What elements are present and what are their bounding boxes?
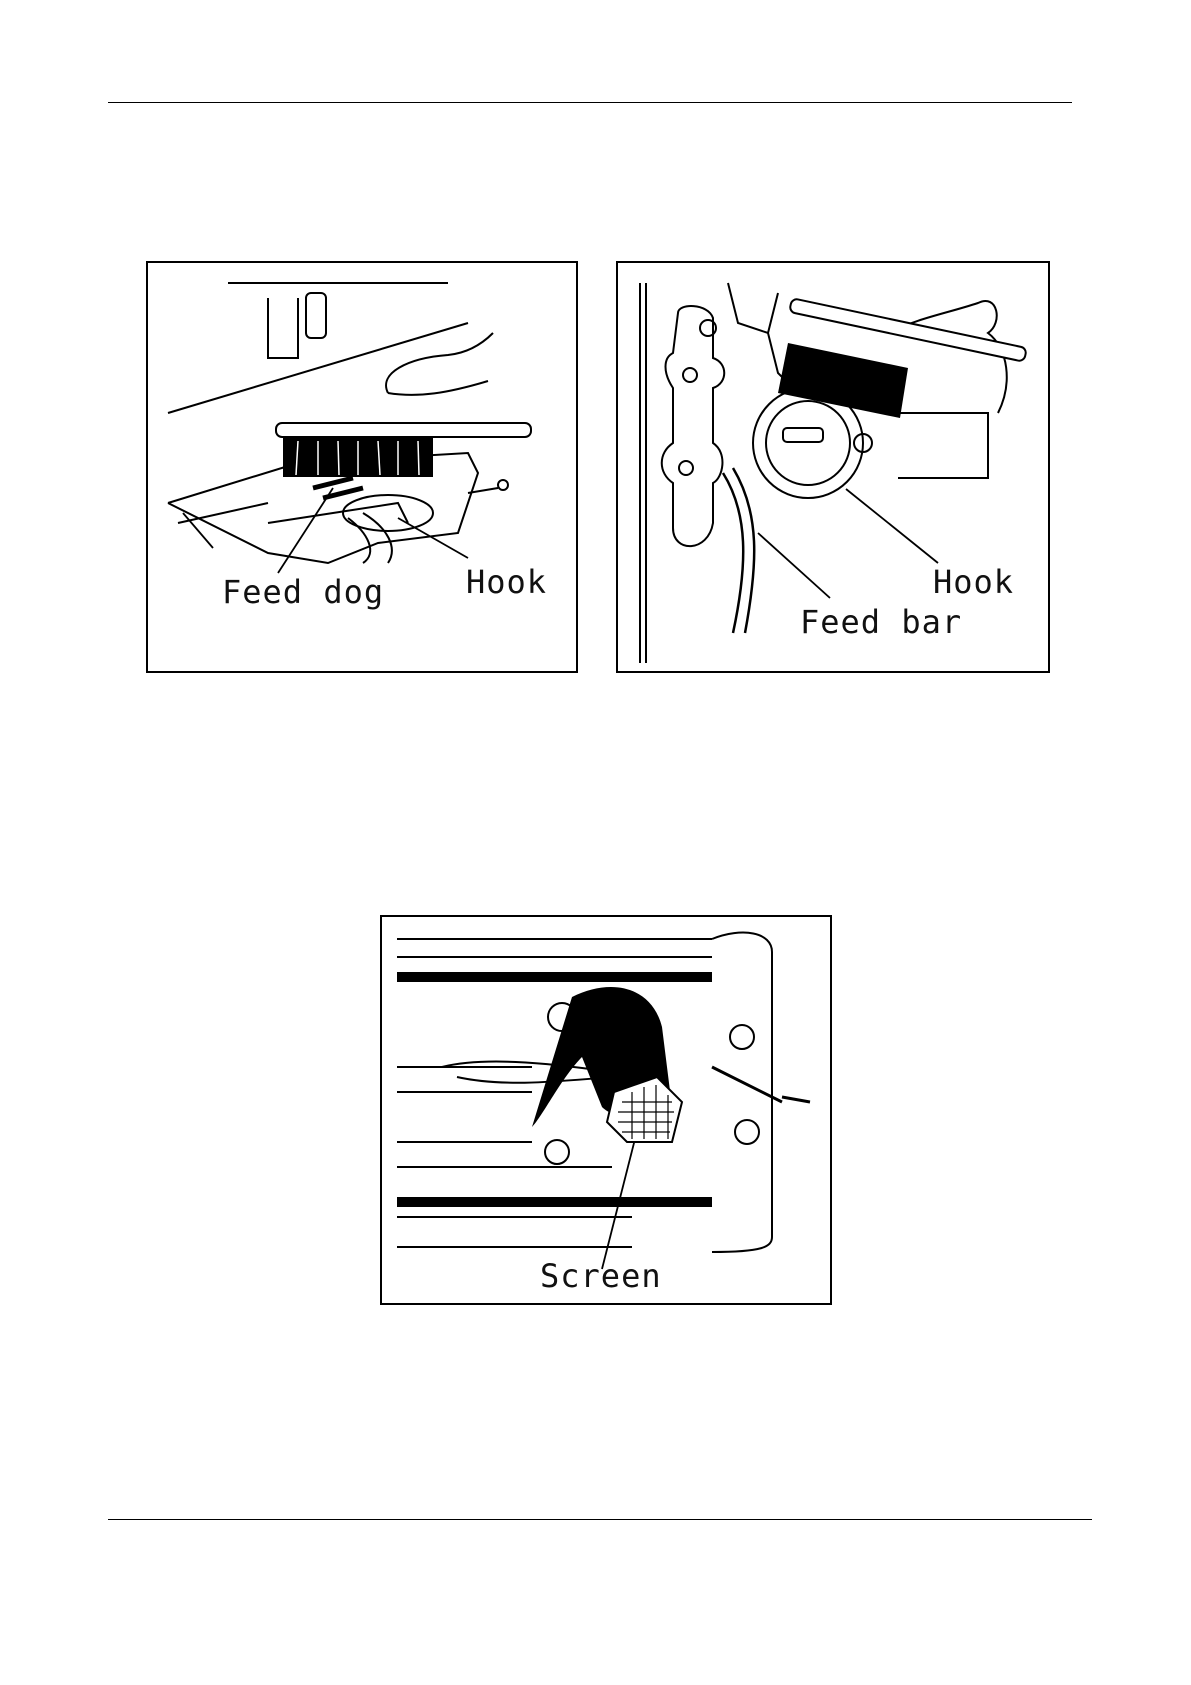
header-rule xyxy=(108,102,1072,103)
label-feed-dog: Feed dog xyxy=(222,573,384,611)
figure-screen: Screen xyxy=(380,915,832,1305)
label-hook: Hook xyxy=(466,563,547,601)
screen-illustration xyxy=(382,917,830,1303)
label-feed-bar: Feed bar xyxy=(800,603,962,641)
footer-rule xyxy=(108,1519,1092,1520)
brush-icon xyxy=(276,423,531,477)
figure-hook-feed-bar: Hook Feed bar xyxy=(616,261,1050,673)
label-hook: Hook xyxy=(933,563,1014,601)
label-screen: Screen xyxy=(540,1257,662,1295)
brush-icon xyxy=(778,298,1027,418)
figure-feed-dog-hook: Feed dog Hook xyxy=(146,261,578,673)
